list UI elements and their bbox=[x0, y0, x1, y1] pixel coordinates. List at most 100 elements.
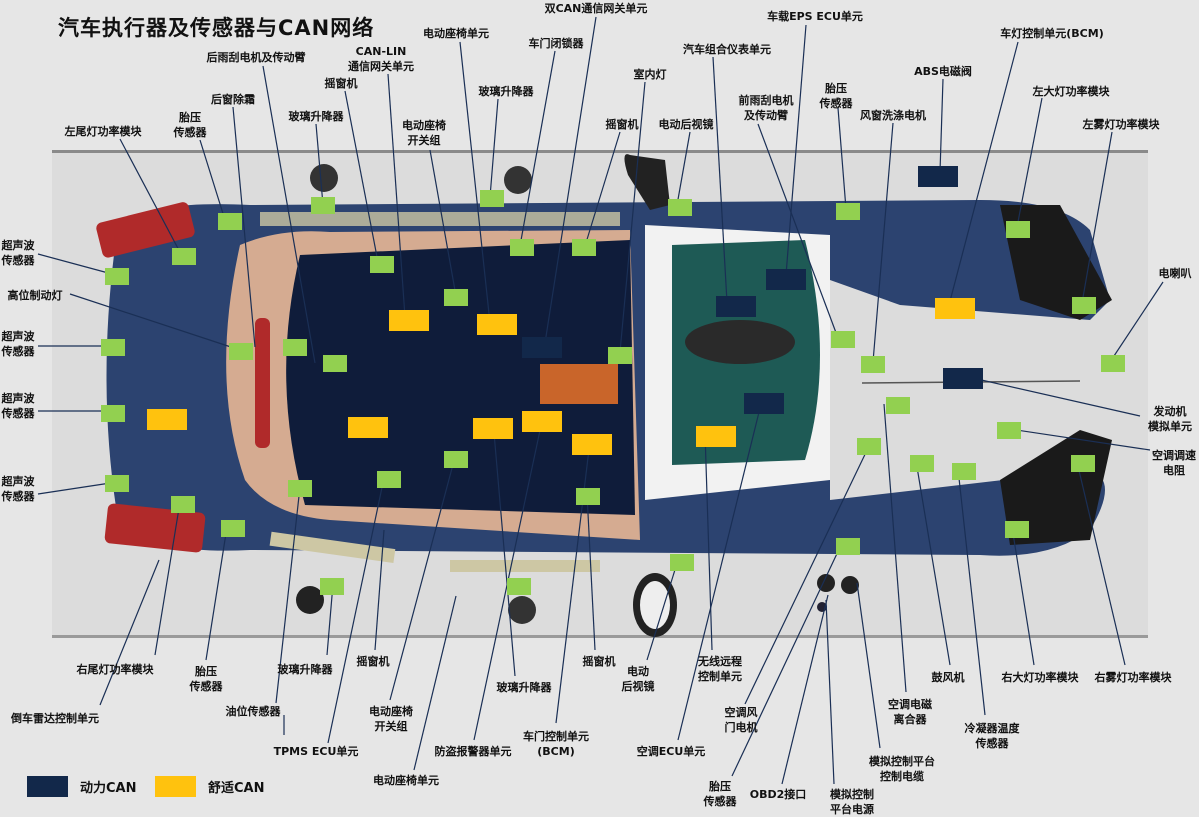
component-label: 玻璃升降器 bbox=[478, 85, 534, 98]
leader-line bbox=[872, 122, 894, 363]
component-label: 玻璃升降器 bbox=[277, 663, 333, 676]
sensor-marker bbox=[1072, 297, 1096, 314]
comfort-marker bbox=[935, 298, 975, 319]
leader-line bbox=[154, 501, 181, 656]
sensor-marker bbox=[572, 239, 596, 256]
leader-line bbox=[326, 583, 334, 656]
leader-line bbox=[459, 41, 491, 324]
component-label: 胎压 传感器 bbox=[173, 111, 207, 139]
comfort-can-swatch bbox=[155, 776, 196, 797]
sensor-marker bbox=[218, 213, 242, 230]
comfort-marker bbox=[473, 418, 513, 439]
component-label: 模拟控制 平台电源 bbox=[830, 788, 874, 816]
sensor-marker bbox=[320, 578, 344, 595]
leader-line bbox=[519, 50, 556, 247]
leader-line bbox=[205, 526, 228, 661]
leader-line bbox=[584, 131, 621, 247]
sensor-marker bbox=[444, 289, 468, 306]
sensor-marker bbox=[836, 538, 860, 555]
component-label: 摇窗机 bbox=[324, 77, 358, 90]
leader-line bbox=[856, 582, 881, 749]
sensor-marker bbox=[831, 331, 855, 348]
component-label: 后窗除霜 bbox=[211, 93, 255, 106]
leader-line bbox=[676, 131, 691, 206]
component-label: 后雨刮电机及传动臂 bbox=[206, 51, 306, 64]
component-label: 右尾灯功率模块 bbox=[76, 663, 154, 676]
sensor-marker bbox=[323, 355, 347, 372]
comfort-marker bbox=[147, 409, 187, 430]
leader-line bbox=[315, 123, 324, 206]
diagram-title: 汽车执行器及传感器与CAN网络 bbox=[58, 16, 375, 40]
power-marker bbox=[943, 368, 983, 389]
leader-line bbox=[275, 486, 301, 704]
leader-line bbox=[413, 595, 457, 771]
sensor-marker bbox=[1071, 455, 1095, 472]
component-label: 前雨刮电机 及传动臂 bbox=[738, 94, 794, 122]
sensor-marker bbox=[670, 554, 694, 571]
leader-line bbox=[757, 123, 839, 339]
sensor-marker bbox=[576, 488, 600, 505]
component-label: 车灯控制单元(BCM) bbox=[1000, 27, 1104, 40]
leader-line bbox=[37, 253, 113, 275]
leader-line bbox=[954, 373, 1141, 417]
leader-line bbox=[1016, 97, 1043, 228]
legend-power-can-label: 动力CAN bbox=[80, 781, 137, 796]
component-label: 室内灯 bbox=[633, 68, 667, 81]
sensor-marker bbox=[997, 422, 1021, 439]
component-label: 电喇叭 bbox=[1158, 267, 1192, 280]
component-label: 超声波 传感器 bbox=[1, 330, 35, 358]
component-label: 右雾灯功率模块 bbox=[1094, 671, 1172, 684]
leader-line bbox=[744, 443, 871, 705]
sensor-marker bbox=[952, 463, 976, 480]
sensor-marker bbox=[101, 339, 125, 356]
leader-line bbox=[1011, 526, 1035, 666]
component-label: 左大灯功率模块 bbox=[1032, 85, 1110, 98]
leader-line bbox=[731, 542, 843, 777]
component-label: 空调调速 电阻 bbox=[1152, 449, 1196, 477]
leader-line bbox=[389, 456, 456, 701]
leader-line bbox=[232, 106, 256, 348]
sensor-marker bbox=[105, 268, 129, 285]
leader-line bbox=[199, 139, 226, 221]
component-label: 油位传感器 bbox=[225, 705, 281, 718]
component-label: 摇窗机 bbox=[582, 655, 616, 668]
component-label: 车载EPS ECU单元 bbox=[767, 10, 863, 23]
component-label: 胎压 传感器 bbox=[189, 665, 223, 693]
sensor-marker bbox=[105, 475, 129, 492]
component-label: OBD2接口 bbox=[749, 788, 807, 801]
leader-line bbox=[939, 78, 944, 173]
component-label: CAN-LIN 通信网关单元 bbox=[348, 45, 414, 73]
leader-line bbox=[825, 599, 835, 785]
leader-line bbox=[712, 56, 728, 303]
sensor-marker bbox=[910, 455, 934, 472]
sensor-marker bbox=[857, 438, 881, 455]
sensor-marker bbox=[861, 356, 885, 373]
sensor-marker bbox=[444, 451, 468, 468]
power-marker bbox=[918, 166, 958, 187]
component-label: 高位制动灯 bbox=[7, 289, 63, 302]
component-label: 胎压 传感器 bbox=[819, 82, 853, 110]
leader-line bbox=[374, 529, 385, 651]
leader-line bbox=[387, 73, 406, 318]
sensor-marker bbox=[608, 347, 632, 364]
leader-line bbox=[619, 81, 646, 353]
sensor-marker bbox=[1005, 521, 1029, 538]
sensor-marker bbox=[172, 248, 196, 265]
leader-line bbox=[1076, 461, 1126, 666]
sensor-marker bbox=[507, 578, 531, 595]
sensor-marker bbox=[101, 405, 125, 422]
component-label: 玻璃升降器 bbox=[496, 681, 552, 694]
leader-line bbox=[327, 477, 385, 744]
component-label: 摇窗机 bbox=[356, 655, 390, 668]
comfort-marker bbox=[696, 426, 736, 447]
sensor-marker bbox=[480, 190, 504, 207]
component-markers bbox=[101, 166, 1125, 595]
sensor-marker bbox=[510, 239, 534, 256]
component-label: 空调电磁 离合器 bbox=[888, 698, 932, 726]
sensor-marker bbox=[288, 480, 312, 497]
component-label: 双CAN通信网关单元 bbox=[544, 2, 648, 15]
component-label: 空调风 门电机 bbox=[724, 706, 758, 734]
comfort-marker bbox=[522, 411, 562, 432]
component-label: 电动 后视镜 bbox=[621, 665, 655, 693]
